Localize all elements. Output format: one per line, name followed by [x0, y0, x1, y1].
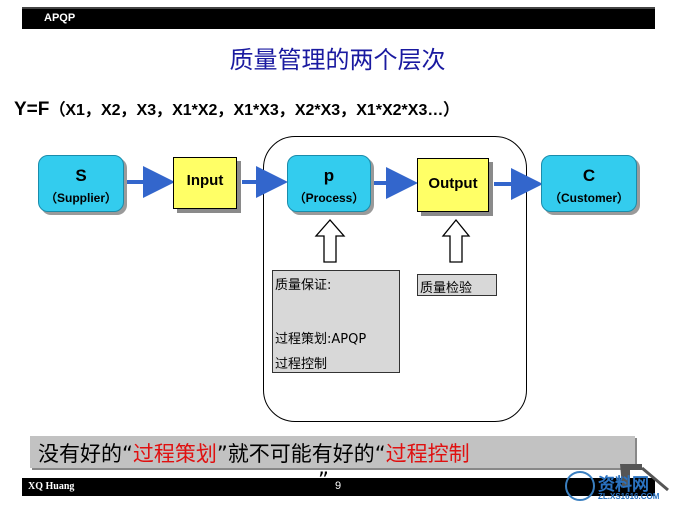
qc-note: 质量检验: [417, 274, 497, 296]
conclusion-emphasis-planning: 过程策划: [132, 442, 217, 466]
formula-lhs: Y=F: [14, 99, 50, 120]
supplier-node: S （Supplier）: [38, 155, 124, 212]
qa-line-2: 过程策划:APQP: [275, 332, 367, 347]
conclusion-part-1: 没有好的“: [38, 442, 133, 466]
input-label: Input: [186, 172, 224, 189]
process-node: p （Process）: [287, 155, 371, 212]
qc-line-1: 质量检验: [420, 281, 473, 296]
site-watermark: 资料网 ZL.XS1616.COM: [560, 460, 675, 506]
header-label: APQP: [44, 12, 76, 24]
supplier-letter: S: [75, 166, 87, 185]
supplier-sub: （Supplier）: [44, 191, 117, 205]
watermark-text: 资料网: [598, 475, 649, 495]
customer-node: C （Customer）: [541, 155, 637, 212]
qa-line-1: 质量保证:: [275, 278, 332, 293]
process-sub: （Process）: [293, 191, 365, 205]
qa-line-3: 过程控制: [275, 357, 328, 372]
formula: Y=F（X1，X2，X3，X1*X2，X1*X3，X2*X3，X1*X2*X3……: [14, 96, 459, 121]
up-arrow-qa-icon: [314, 219, 346, 263]
input-node: Input: [173, 157, 237, 209]
conclusion-emphasis-control: 过程控制: [385, 442, 470, 466]
output-node: Output: [417, 158, 489, 212]
conclusion-text: 没有好的“过程策划”就不可能有好的“过程控制: [38, 438, 470, 468]
watermark-logo-icon: [565, 464, 669, 501]
watermark-url: ZL.XS1616.COM: [598, 492, 660, 501]
customer-sub: （Customer）: [548, 191, 629, 205]
footer-author: XQ Huang: [28, 481, 75, 492]
qa-note: 质量保证: 过程策划:APQP 过程控制: [272, 270, 400, 373]
customer-letter: C: [582, 166, 596, 185]
process-letter: p: [323, 166, 335, 185]
formula-args: （X1，X2，X3，X1*X2，X1*X3，X2*X3，X1*X2*X3…）: [49, 102, 460, 119]
conclusion-part-3: ”就不可能有好的“: [216, 442, 386, 466]
slide-title: 质量管理的两个层次: [229, 46, 446, 74]
output-label: Output: [428, 175, 478, 192]
up-arrow-qc-icon: [441, 218, 471, 263]
header-bar: APQP: [22, 7, 655, 29]
footer-bar: XQ Huang 9: [22, 478, 655, 496]
conclusion-closing-quote: ”: [318, 468, 329, 492]
conclusion-banner: 没有好的“过程策划”就不可能有好的“过程控制: [30, 436, 635, 468]
page-number: 9: [335, 480, 342, 492]
